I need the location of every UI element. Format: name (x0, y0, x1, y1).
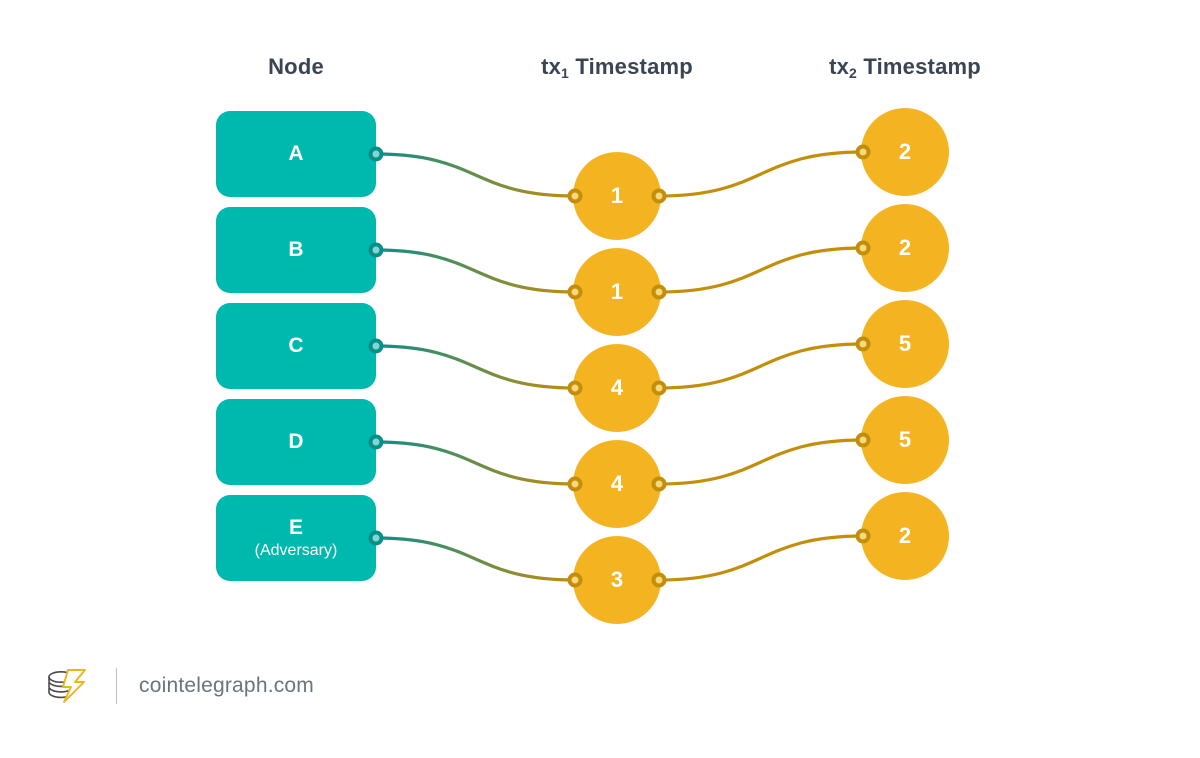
column-header-text: tx (829, 54, 850, 79)
tx1-input-dot (567, 380, 583, 396)
node-output-dot (368, 242, 384, 258)
tx2-input-dot (855, 336, 871, 352)
connector-curve (374, 248, 577, 294)
node-sublabel: (Adversary) (254, 541, 338, 559)
tx2-input-dot (855, 528, 871, 544)
connector-curve (374, 344, 577, 390)
node-label: E (288, 515, 303, 539)
tx1-output-dot (651, 476, 667, 492)
column-header-suffix: Timestamp (857, 54, 981, 79)
connector-curve (374, 440, 577, 486)
column-header-subscript: 2 (849, 65, 858, 81)
node-output-dot (368, 434, 384, 450)
node-output-dot (368, 338, 384, 354)
tx1-timestamp-circle[interactable]: 1 (573, 248, 661, 336)
tx1-timestamp-circle[interactable]: 3 (573, 536, 661, 624)
connector-curve (657, 534, 865, 582)
tx1-input-dot (567, 476, 583, 492)
connector-curve (657, 246, 865, 294)
tx2-timestamp-value: 2 (898, 139, 912, 164)
node-label: A (288, 141, 304, 165)
connector-curve (657, 438, 865, 486)
node-label: B (288, 237, 304, 261)
tx2-timestamp-value: 2 (898, 523, 912, 548)
column-header-subscript: 1 (561, 65, 570, 81)
column-header-text: tx (541, 54, 562, 79)
tx2-timestamp-value: 5 (898, 427, 912, 452)
tx1-timestamp-value: 3 (610, 567, 624, 592)
tx1-timestamp-value: 4 (610, 471, 624, 496)
tx1-output-dot (651, 188, 667, 204)
tx2-input-dot (855, 144, 871, 160)
node-output-dot (368, 146, 384, 162)
column-header-tx2: tx2 Timestamp (829, 54, 981, 81)
tx2-input-dot (855, 432, 871, 448)
tx1-timestamp-value: 4 (610, 375, 624, 400)
tx2-timestamp-value: 2 (898, 235, 912, 260)
cointelegraph-logo-icon (48, 669, 86, 703)
tx2-input-dot (855, 240, 871, 256)
tx2-timestamp-circle[interactable]: 2 (861, 108, 949, 196)
tx1-input-dot (567, 188, 583, 204)
connector-curve (657, 150, 865, 198)
tx2-timestamp-circle[interactable]: 5 (861, 300, 949, 388)
tx1-timestamp-circle[interactable]: 1 (573, 152, 661, 240)
connector-curve (657, 342, 865, 390)
node-box-a[interactable]: A (216, 111, 376, 197)
tx1-input-dot (567, 284, 583, 300)
node-box-c[interactable]: C (216, 303, 376, 389)
column-header-text: Node (268, 54, 324, 79)
column-header-suffix: Timestamp (569, 54, 693, 79)
tx2-timestamp-circle[interactable]: 2 (861, 492, 949, 580)
tx1-timestamp-value: 1 (610, 183, 624, 208)
column-header-node: Node (268, 54, 324, 80)
node-box-b[interactable]: B (216, 207, 376, 293)
footer-divider (116, 668, 117, 704)
tx1-output-dot (651, 380, 667, 396)
tx2-timestamp-value: 5 (898, 331, 912, 356)
column-header-tx1: tx1 Timestamp (541, 54, 693, 81)
footer: cointelegraph.com (44, 663, 314, 709)
node-box-d[interactable]: D (216, 399, 376, 485)
tx1-timestamp-circle[interactable]: 4 (573, 440, 661, 528)
tx1-timestamp-value: 1 (610, 279, 624, 304)
connector-curve (374, 152, 577, 198)
node-box-e[interactable]: E (Adversary) (216, 495, 376, 581)
tx1-output-dot (651, 284, 667, 300)
footer-site-label: cointelegraph.com (139, 674, 314, 697)
node-output-dot (368, 530, 384, 546)
node-label: C (288, 333, 304, 357)
connector-curve (374, 536, 577, 582)
tx1-timestamp-circle[interactable]: 4 (573, 344, 661, 432)
node-label: D (288, 429, 304, 453)
tx1-output-dot (651, 572, 667, 588)
tx2-timestamp-circle[interactable]: 2 (861, 204, 949, 292)
tx1-input-dot (567, 572, 583, 588)
tx2-timestamp-circle[interactable]: 5 (861, 396, 949, 484)
